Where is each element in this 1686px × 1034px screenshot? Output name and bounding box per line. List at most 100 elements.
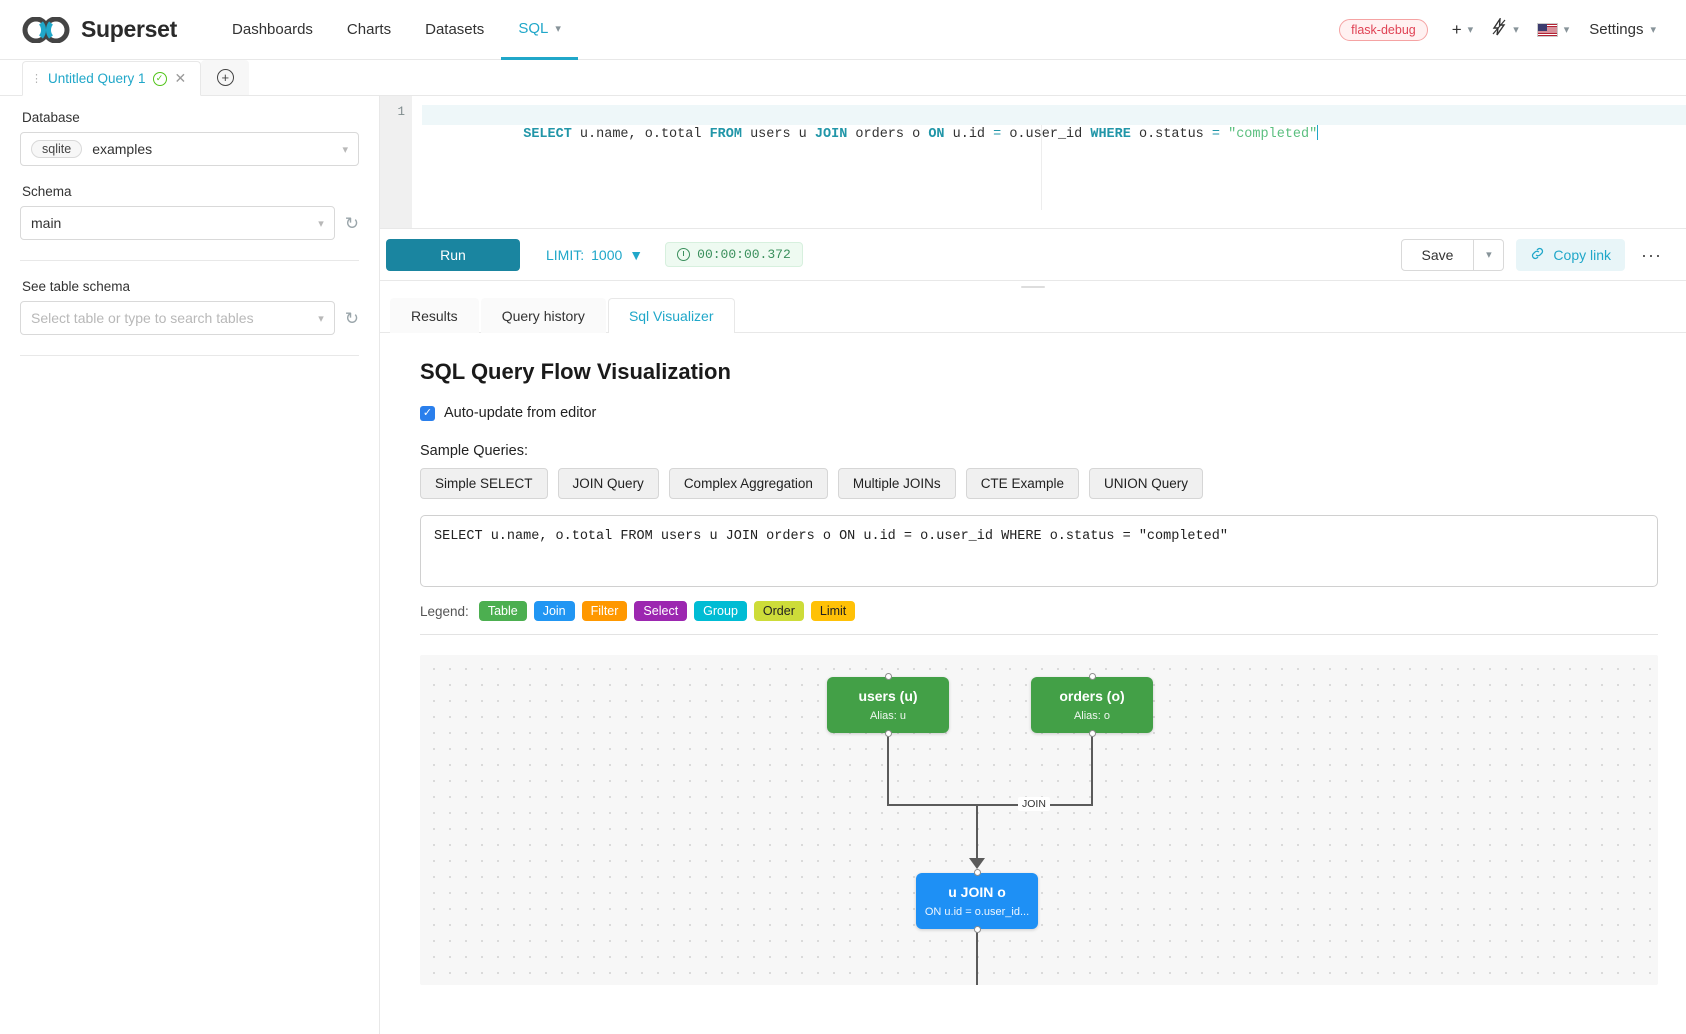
- sample-queries-label: Sample Queries:: [420, 443, 528, 459]
- node-port-bottom[interactable]: [973, 926, 981, 933]
- flow-node-title: users (u): [858, 687, 918, 704]
- flow-node-join[interactable]: u JOIN o ON u.id = o.user_id...: [916, 869, 1038, 933]
- chevron-down-icon: ▾: [318, 217, 324, 230]
- copy-link-label: Copy link: [1553, 246, 1612, 263]
- sample-button-cte-example[interactable]: CTE Example: [965, 468, 1079, 499]
- refresh-schema-icon[interactable]: ↻: [344, 213, 359, 233]
- toolbar-right: Save ▾ Copy link ···: [1400, 238, 1667, 271]
- run-button[interactable]: Run: [386, 238, 520, 271]
- query-tab-strip: ⋮ Untitled Query 1 ✓ ✕ +: [0, 60, 1686, 96]
- flow-node-orders[interactable]: orders (o) Alias: o: [1031, 673, 1153, 737]
- edge-users-vertical: [887, 733, 889, 806]
- flask-debug-badge[interactable]: flask-debug: [1339, 18, 1428, 41]
- close-icon[interactable]: ✕: [174, 70, 187, 86]
- add-query-tab-button[interactable]: +: [201, 60, 250, 95]
- checkbox-checked-icon[interactable]: ✓: [420, 405, 435, 421]
- chevron-down-icon: ▾: [342, 143, 348, 156]
- save-button[interactable]: Save: [1400, 238, 1475, 271]
- legend-label: Legend:: [420, 603, 469, 619]
- copy-link-button[interactable]: Copy link: [1516, 238, 1626, 271]
- sample-button-multiple-joins[interactable]: Multiple JOINs: [837, 468, 956, 499]
- token-text: u.id: [944, 127, 994, 142]
- table-schema-row: Select table or type to search tables ▾ …: [20, 301, 359, 335]
- save-dropdown-button[interactable]: ▾: [1474, 238, 1505, 271]
- database-select[interactable]: sqlite examples ▾: [20, 132, 359, 166]
- table-select[interactable]: Select table or type to search tables ▾: [20, 301, 335, 335]
- edge-join-output: [976, 929, 978, 985]
- query-timer: 00:00:00.372: [665, 242, 803, 267]
- limit-dropdown[interactable]: LIMIT: 1000 ▼: [546, 247, 643, 263]
- sample-queries-row: Simple SELECT JOIN Query Complex Aggrega…: [420, 468, 1658, 499]
- drag-grip-icon[interactable]: ⋮: [31, 73, 42, 85]
- auto-update-label: Auto-update from editor: [444, 405, 597, 421]
- sample-button-simple-select[interactable]: Simple SELECT: [420, 468, 548, 499]
- new-menu-button[interactable]: + ▾: [1446, 14, 1479, 46]
- edge-label-join: JOIN: [1018, 797, 1050, 811]
- chevron-down-icon: ▾: [1486, 249, 1492, 261]
- legend-chip-table: Table: [478, 601, 527, 621]
- workspace: Database sqlite examples ▾ Schema main ▾…: [0, 96, 1686, 1034]
- superset-logo[interactable]: Superset: [22, 16, 177, 43]
- flow-node-subtitle: ON u.id = o.user_id...: [924, 906, 1030, 919]
- check-circle-icon: ✓: [152, 71, 167, 86]
- settings-label: Settings: [1589, 21, 1644, 38]
- editor-toolbar: Run LIMIT: 1000 ▼ 00:00:00.372 Save ▾: [380, 229, 1686, 281]
- tab-results[interactable]: Results: [390, 298, 479, 333]
- sql-visualizer-panel: SQL Query Flow Visualization ✓ Auto-upda…: [380, 333, 1686, 1034]
- sample-button-join-query[interactable]: JOIN Query: [557, 468, 659, 499]
- table-schema-label: See table schema: [22, 279, 131, 294]
- bolt-menu-button[interactable]: ▾: [1485, 12, 1525, 47]
- node-port-top[interactable]: [973, 869, 981, 876]
- schema-row: main ▾ ↻: [20, 206, 359, 240]
- nav-link-dashboards[interactable]: Dashboards: [215, 0, 330, 60]
- language-menu-button[interactable]: ▾: [1531, 17, 1576, 43]
- node-port-top[interactable]: [884, 673, 892, 680]
- schema-label: Schema: [22, 184, 72, 199]
- chevron-down-icon: ▼: [629, 246, 644, 263]
- flow-canvas[interactable]: JOIN users (u) Alias: u orders (o) Alias…: [420, 655, 1658, 985]
- ace-editor[interactable]: 1 SELECT u.name, o.total FROM users u JO…: [380, 96, 1686, 228]
- tab-query-history[interactable]: Query history: [480, 298, 606, 333]
- sample-button-union-query[interactable]: UNION Query: [1088, 468, 1203, 499]
- editor-code-area[interactable]: SELECT u.name, o.total FROM users u JOIN…: [412, 96, 1686, 228]
- node-port-bottom[interactable]: [1088, 730, 1096, 737]
- save-button-group: Save ▾: [1400, 238, 1505, 271]
- sample-button-complex-aggregation[interactable]: Complex Aggregation: [668, 468, 828, 499]
- link-icon: [1530, 246, 1545, 264]
- chevron-down-icon: ▾: [555, 22, 561, 35]
- editor-empty-area[interactable]: [422, 125, 1042, 210]
- flow-node-users[interactable]: users (u) Alias: u: [827, 673, 949, 737]
- edge-orders-vertical: [1091, 733, 1093, 806]
- clock-icon: [677, 248, 691, 261]
- node-port-top[interactable]: [1088, 673, 1096, 680]
- panel-resize-handle[interactable]: [380, 281, 1686, 292]
- result-tabs: Results Query history Sql Visualizer: [380, 292, 1686, 333]
- sql-input-textarea[interactable]: [420, 515, 1658, 587]
- legend-chip-select: Select: [634, 601, 688, 621]
- limit-value: 1000: [591, 246, 623, 263]
- query-tab-untitled-query-1[interactable]: ⋮ Untitled Query 1 ✓ ✕: [22, 61, 202, 96]
- settings-menu-button[interactable]: Settings ▾: [1581, 21, 1664, 38]
- timer-value: 00:00:00.372: [697, 247, 791, 262]
- flow-node-subtitle: Alias: u: [869, 710, 907, 723]
- nav-link-datasets[interactable]: Datasets: [408, 0, 501, 60]
- node-port-bottom[interactable]: [884, 730, 892, 737]
- refresh-tables-icon[interactable]: ↻: [344, 308, 359, 328]
- nav-link-sql[interactable]: SQL ▾: [501, 0, 578, 60]
- database-value: examples: [92, 141, 153, 157]
- token-keyword: ON: [928, 127, 945, 142]
- sql-editor[interactable]: 1 SELECT u.name, o.total FROM users u JO…: [380, 96, 1686, 229]
- auto-update-checkbox-row[interactable]: ✓ Auto-update from editor: [420, 405, 1658, 421]
- nav-label: Dashboards: [232, 21, 313, 38]
- nav-label: Datasets: [425, 21, 485, 38]
- flow-node-title: u JOIN o: [948, 883, 1006, 900]
- more-options-icon[interactable]: ···: [1641, 244, 1662, 265]
- schema-select[interactable]: main ▾: [20, 206, 335, 240]
- plus-circle-icon: +: [216, 69, 234, 86]
- tab-sql-visualizer[interactable]: Sql Visualizer: [607, 298, 735, 333]
- nav-link-charts[interactable]: Charts: [330, 0, 408, 60]
- legend-chip-join: Join: [533, 601, 575, 621]
- chevron-down-icon: ▾: [318, 312, 324, 325]
- token-text: orders o: [847, 127, 929, 142]
- divider: [20, 260, 359, 261]
